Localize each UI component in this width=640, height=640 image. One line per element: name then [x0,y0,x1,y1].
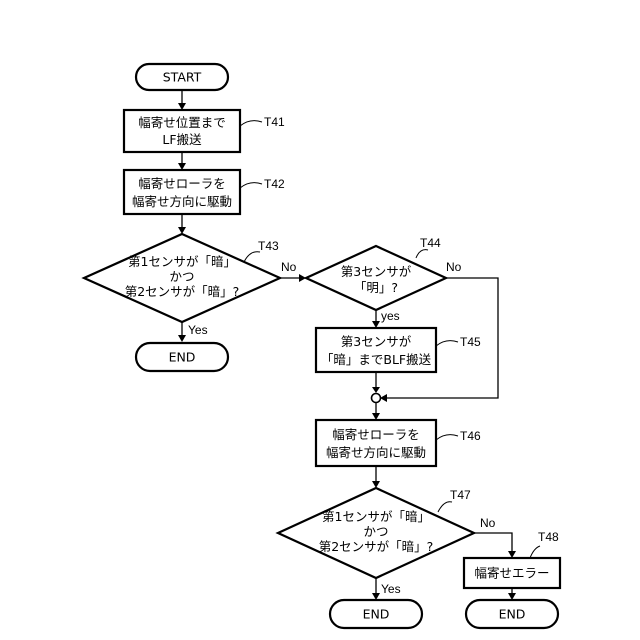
t47-line-3: 第2センサが「暗」? [319,539,434,554]
t46-line-1: 幅寄せローラを [332,427,420,442]
arrowhead [372,387,380,393]
t46-leader [436,435,458,440]
end-1-label: END [169,350,196,365]
t48-line-1: 幅寄せエラー [474,566,549,581]
t44-leader [416,250,428,258]
t44-ref: T44 [420,236,441,250]
merge-junction [372,394,381,403]
t43-ref: T43 [258,239,279,253]
t47-yes-label: Yes [381,582,401,596]
t41-ref: T41 [264,115,285,129]
end-2-label: END [363,607,390,622]
t47-leader [438,502,452,512]
t46-line-2: 幅寄せ方向に駆動 [326,445,426,460]
t45-leader [436,341,458,346]
t41-line-1: 幅寄せ位置まで [138,115,226,130]
t41-line-2: LF搬送 [162,132,202,147]
t45-ref: T45 [460,335,481,349]
t44-line-2: 「明」? [354,280,398,295]
t46-ref: T46 [460,429,481,443]
end-3-label: END [499,607,526,622]
t42-leader [240,183,262,188]
t43-line-1: 第1センサが「暗」 [128,254,236,269]
arrowhead [178,335,186,342]
start-label: START [163,70,202,85]
t45-line-2: 「暗」までBLF搬送 [321,352,432,367]
t43-line-2: かつ [169,269,194,284]
t44-yes-label: yes [381,309,400,323]
t47-line-2: かつ [363,524,388,539]
t41-leader [240,121,262,126]
t43-leader [244,252,260,262]
t48-ref: T48 [538,530,559,544]
t42-line-1: 幅寄せローラを [138,176,226,191]
t47-ref: T47 [450,488,471,502]
t44-line-1: 第3センサが [341,264,412,279]
t47-line-1: 第1センサが「暗」 [322,509,430,524]
t43-no-label: No [281,260,297,274]
t42-line-2: 幅寄せ方向に駆動 [132,194,232,209]
t43-line-3: 第2センサが「暗」? [125,284,240,299]
t44-no-label: No [446,260,462,274]
t45-line-1: 第3センサが [341,334,412,349]
t47-no-label: No [480,516,496,530]
edge-t47-no [474,533,512,552]
t43-yes-label: Yes [188,323,208,337]
t42-ref: T42 [264,177,285,191]
t48-leader [530,546,540,558]
